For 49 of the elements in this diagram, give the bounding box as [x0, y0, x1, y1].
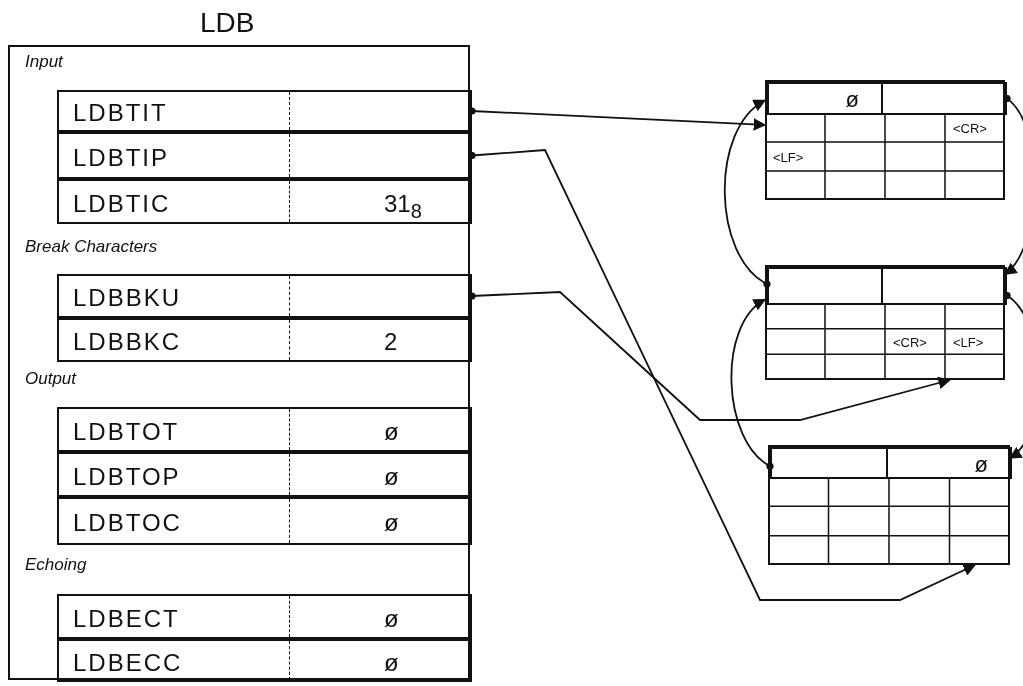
field-name: LDBTIP	[73, 143, 170, 172]
field-value: ø	[384, 648, 399, 677]
field-row	[57, 274, 472, 318]
field-name: LDBTOC	[73, 509, 182, 537]
buffer-chunk	[765, 80, 1005, 200]
cell-text: <LF>	[773, 149, 804, 165]
link-cell	[881, 82, 1007, 115]
section-heading: Output	[25, 369, 77, 389]
field-value: ø	[384, 604, 399, 633]
field-row	[57, 90, 472, 132]
null-value: ø	[974, 452, 988, 478]
field-row	[57, 452, 472, 497]
pointer-arrow	[730, 298, 774, 470]
link-cell	[767, 267, 883, 305]
field-name: LDBTIT	[73, 99, 168, 127]
field-name: LDBTOT	[73, 417, 180, 446]
field-value: ø	[384, 417, 399, 446]
field-row	[57, 132, 472, 179]
field-row	[57, 639, 472, 682]
pointer-arrow	[723, 99, 771, 288]
field-name: LDBBKU	[73, 284, 182, 312]
null-value: ø	[845, 87, 859, 113]
field-value: ø	[384, 509, 399, 537]
field-row	[57, 594, 472, 639]
field-value: 31$_{8}$	[384, 189, 422, 223]
section-heading: Echoing	[25, 555, 87, 575]
field-value: 2	[384, 328, 398, 356]
section-heading: Break Characters	[25, 237, 158, 257]
link-cell	[770, 447, 888, 479]
field-row	[57, 179, 472, 224]
link-cell	[886, 447, 1012, 479]
field-row	[57, 318, 472, 362]
buffer-chunk	[765, 265, 1005, 380]
field-value: ø	[384, 462, 399, 491]
field-name: LDBECT	[73, 604, 180, 633]
cell-text: <CR>	[953, 120, 987, 136]
section-heading: Input	[25, 52, 63, 72]
cell-text: <CR>	[893, 334, 927, 350]
link-cell	[881, 267, 1007, 305]
buffer-chunk	[768, 445, 1010, 565]
field-name: LDBBKC	[73, 328, 182, 356]
table-title: LDB	[200, 7, 255, 39]
field-row	[57, 407, 472, 452]
field-name: LDBTOP	[73, 462, 181, 491]
field-name: LDBECC	[73, 648, 183, 677]
field-row	[57, 497, 472, 545]
field-name: LDBTIC	[73, 189, 171, 218]
cell-text: <LF>	[953, 334, 984, 350]
link-cell	[767, 82, 883, 115]
